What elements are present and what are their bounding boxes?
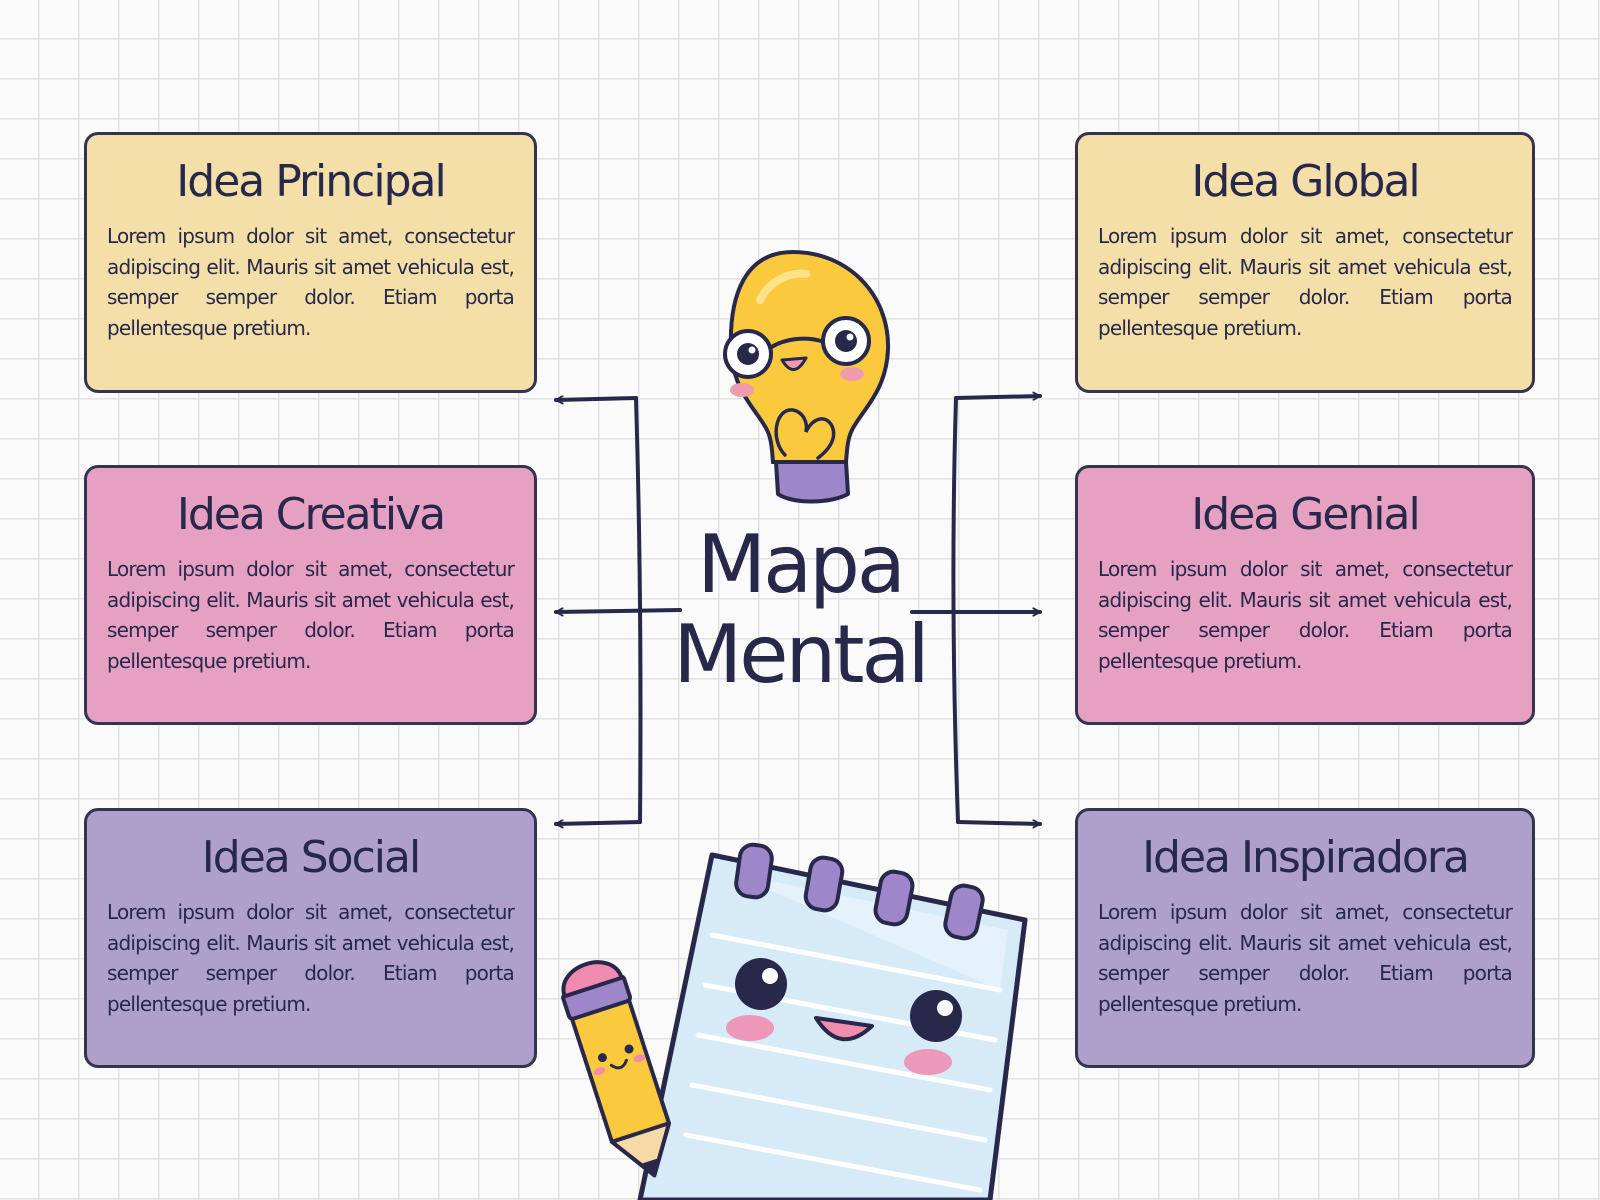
title-line-1: Mapa <box>697 518 906 611</box>
card-title: Idea Creativa <box>176 489 446 540</box>
arrow-to-idea-principal <box>554 398 638 400</box>
notepad-icon <box>637 842 1028 1200</box>
left-connector <box>554 398 682 824</box>
card-body: Lorem ipsum dolor sit amet, consectetur … <box>1098 224 1513 340</box>
card-idea-social: Idea Social Lorem ipsum dolor sit amet, … <box>84 808 537 1068</box>
card-title: Idea Principal <box>176 156 446 207</box>
title-line-2: Mental <box>673 608 930 701</box>
card-title: Idea Inspiradora <box>1142 832 1470 883</box>
card-body: Lorem ipsum dolor sit amet, consectetur … <box>107 557 515 673</box>
card-body: Lorem ipsum dolor sit amet, consectetur … <box>107 224 515 340</box>
card-title: Idea Social <box>201 832 421 883</box>
arrow-to-idea-creativa <box>554 610 682 612</box>
arrow-to-idea-global <box>954 396 1042 398</box>
mind-map-title: Mapa Mental <box>640 520 960 700</box>
right-connector <box>910 396 1042 824</box>
card-title: Idea Genial <box>1191 489 1420 540</box>
arrow-to-idea-social <box>554 822 642 824</box>
card-idea-principal: Idea Principal Lorem ipsum dolor sit ame… <box>84 132 537 393</box>
pencil-icon <box>561 960 671 1178</box>
card-body: Lorem ipsum dolor sit amet, consectetur … <box>107 900 515 1016</box>
card-body: Lorem ipsum dolor sit amet, consectetur … <box>1098 557 1513 673</box>
lightbulb-icon <box>723 249 891 504</box>
arrow-to-idea-inspiradora <box>956 822 1042 824</box>
card-idea-creativa: Idea Creativa Lorem ipsum dolor sit amet… <box>84 465 537 725</box>
card-title: Idea Global <box>1191 156 1420 207</box>
card-idea-inspiradora: Idea Inspiradora Lorem ipsum dolor sit a… <box>1075 808 1535 1068</box>
card-idea-global: Idea Global Lorem ipsum dolor sit amet, … <box>1075 132 1535 393</box>
card-body: Lorem ipsum dolor sit amet, consectetur … <box>1098 900 1513 1016</box>
card-idea-genial: Idea Genial Lorem ipsum dolor sit amet, … <box>1075 465 1535 725</box>
